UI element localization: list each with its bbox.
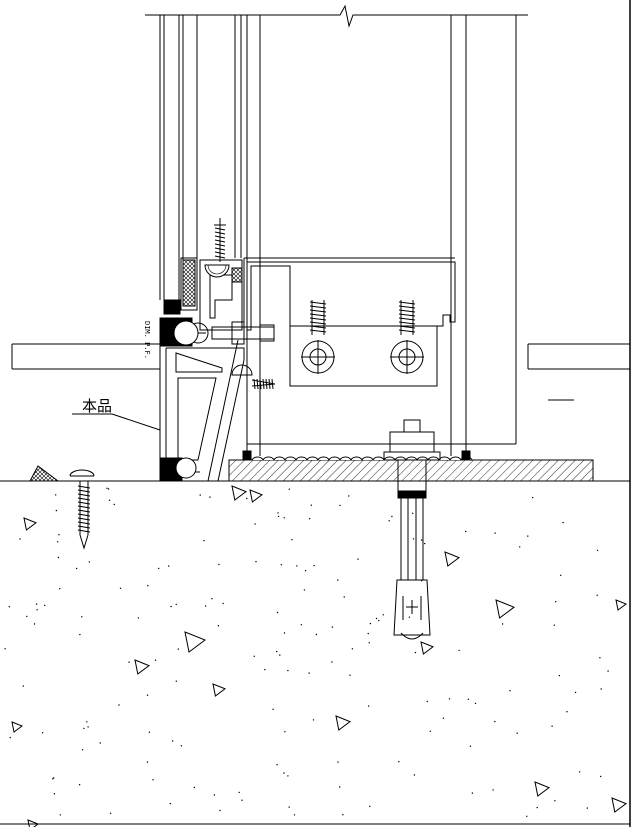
product-callout: 本品 DIM. P.F. (72, 321, 161, 431)
screw-heads (301, 340, 424, 374)
floor-lines (11, 343, 630, 401)
floor-fixings (29, 465, 160, 550)
aluminum-bracket (199, 257, 456, 387)
base-plate (228, 450, 594, 482)
break-line (145, 4, 528, 28)
tek-screw (231, 364, 276, 390)
expansion-anchor (383, 419, 441, 640)
wood-screw-top (214, 218, 226, 262)
concrete-aggregate-marks (11, 485, 628, 827)
horizontal-bolt (187, 321, 275, 345)
product-label: 本品 (82, 397, 112, 415)
glazing-frame (159, 15, 242, 315)
mullion (246, 15, 517, 456)
dim-label: DIM. P.F. (143, 321, 151, 359)
concrete-stipple (4, 487, 609, 817)
threaded-bolts (309, 300, 416, 335)
